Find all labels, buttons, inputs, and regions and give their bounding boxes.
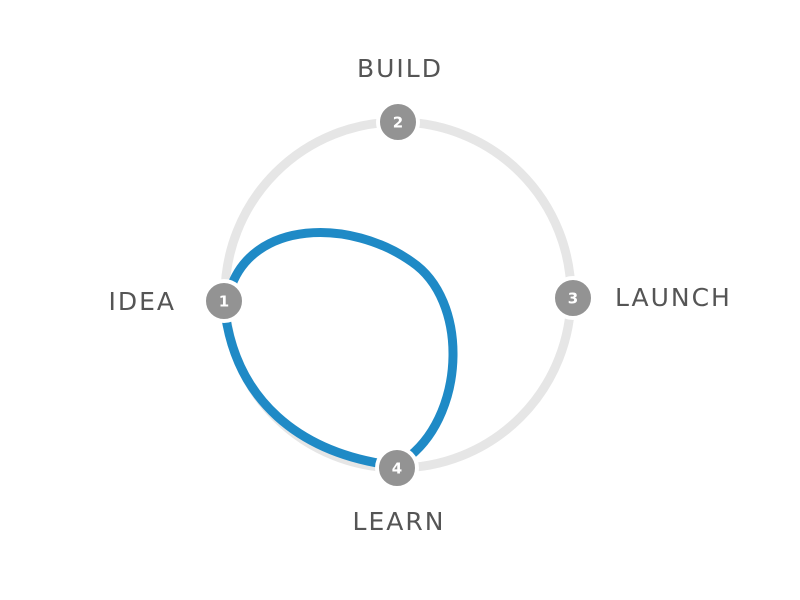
stage-node-launch-number: 3 [568,290,578,308]
stage-node-idea: 1 [202,279,246,323]
stage-node-launch-circle [551,276,595,320]
idea-learn-loop [219,228,458,471]
stage-node-build: 2 [376,100,420,144]
stage-label-launch: LAUNCH [615,283,732,312]
stage-label-idea: IDEA [108,287,176,316]
stage-node-launch: 3 [551,276,595,320]
stage-label-build: BUILD [357,54,443,83]
stage-node-build-number: 2 [393,114,403,132]
stage-node-build-circle [376,100,420,144]
stage-node-idea-circle [202,279,246,323]
stage-label-learn: LEARN [353,507,446,536]
stage-node-idea-number: 1 [219,293,229,311]
stage-node-learn: 4 [375,446,419,490]
stage-node-learn-number: 4 [392,460,402,478]
stage-node-learn-circle [375,446,419,490]
